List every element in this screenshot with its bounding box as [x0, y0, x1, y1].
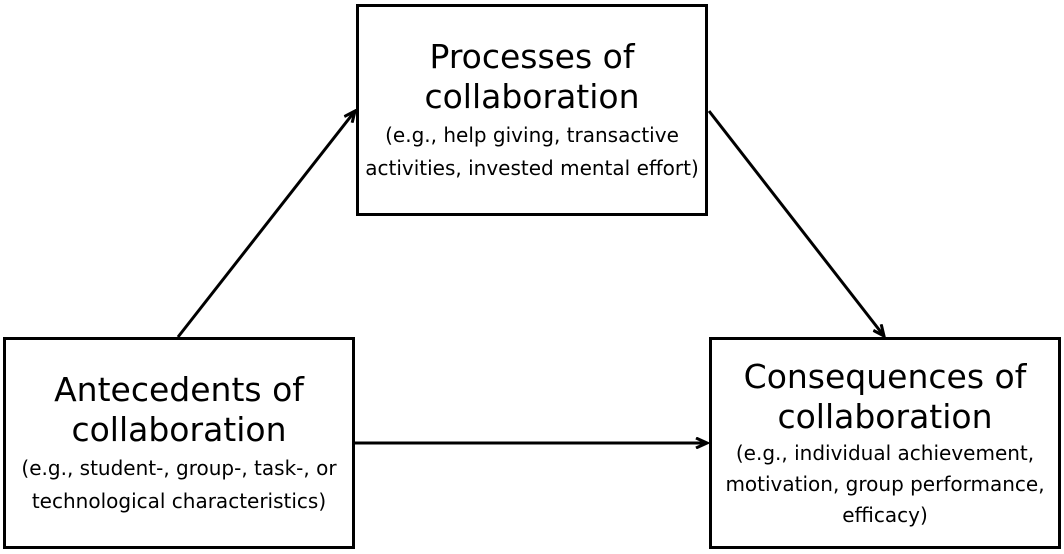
processes-box: Processes of collaboration (e.g., help g…: [356, 4, 708, 216]
consequences-box: Consequences of collaboration (e.g., ind…: [709, 337, 1061, 549]
antecedents-desc-line2: technological characteristics): [31, 489, 327, 513]
processes-desc-line1: (e.g., help giving, transactive: [385, 123, 679, 147]
processes-desc-line2: activities, invested mental effort): [365, 156, 699, 180]
processes-title-line1: Processes of: [429, 37, 635, 76]
consequences-desc-line3: efficacy): [842, 502, 928, 527]
antecedents-desc-line1: (e.g., student-, group-, task-, or: [21, 456, 337, 480]
antecedents-title-line2: collaboration: [71, 410, 287, 449]
antecedents-title-line1: Antecedents of: [54, 370, 304, 409]
arrow-antecedents-to-processes: [176, 111, 355, 338]
consequences-title-line2: collaboration: [777, 396, 993, 436]
arrow-processes-to-consequences: [707, 110, 884, 336]
antecedents-box: Antecedents of collaboration (e.g., stud…: [3, 337, 355, 549]
consequences-desc-line2: motivation, group performance,: [725, 471, 1045, 496]
consequences-desc-line1: (e.g., individual achievement,: [735, 440, 1035, 465]
processes-title-line2: collaboration: [424, 77, 640, 116]
consequences-title-line1: Consequences of: [743, 356, 1027, 396]
